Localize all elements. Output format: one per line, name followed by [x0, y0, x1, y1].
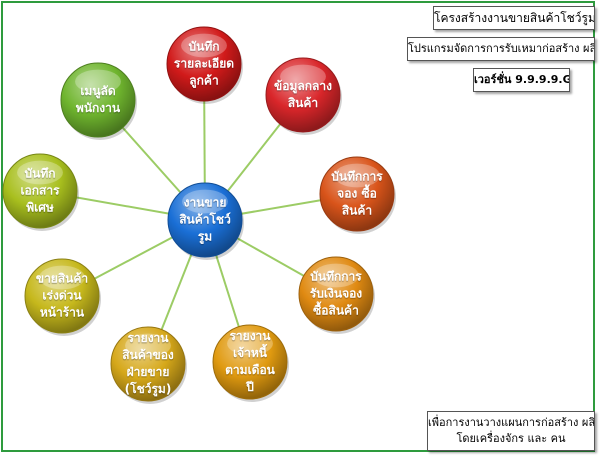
node-monthly-debtors-report-label-line: เจ้าหนี้ [233, 346, 267, 360]
center-node-label-line: รูม [197, 229, 213, 244]
node-customer-details-label-line: บันทึก [188, 39, 220, 54]
node-sales-product-report-label: รายงานสินค้าของฝ่ายขาย (โชว์รูม) [122, 330, 174, 398]
node-product-master-label-line: ข้อมูลกลาง [274, 79, 332, 93]
center-node-highlight [182, 189, 228, 214]
node-urgent-storefront-sale-label-line: ขายสินค้า [35, 271, 89, 286]
footer-note: เพื่อการงานวางแผนการก่อสร้าง ผลิต โดยเคร… [427, 411, 595, 451]
node-sales-product-report-circle[interactable] [110, 326, 186, 402]
node-sales-product-report-label-line: สินค้าของ [122, 348, 174, 362]
node-monthly-debtors-report-highlight [227, 331, 273, 356]
node-product-booking-label-line: จอง ซื้อ [337, 186, 377, 201]
version-label: เวอร์ชั่น 9.9.9.9.G [473, 68, 570, 92]
node-customer-details-label: บันทึกรายละเอียดลูกค้า [174, 39, 234, 90]
node-booking-payment-highlight [313, 263, 359, 288]
node-monthly-debtors-report-label: รายงานเจ้าหนี้ตามเดือนปี [225, 328, 275, 396]
node-product-booking-highlight [334, 163, 380, 188]
node-customer-details-circle[interactable] [166, 26, 242, 102]
diagram-title: โครงสร้างงานขายสินค้าโชว์รูม [433, 6, 595, 30]
node-customer-details-label-line: รายละเอียด [173, 56, 235, 71]
center-node-circle[interactable] [167, 182, 243, 258]
center-node-label-line: งานขาย [183, 195, 227, 210]
footer-line-2: โดยเครื่องจักร และ คน [456, 432, 566, 445]
center-node-label-line: สินค้าโชว์ [179, 212, 231, 227]
node-employee-menu-circle[interactable] [60, 62, 136, 138]
footer-line-1: เพื่อการงานวางแผนการก่อสร้าง ผลิต [428, 416, 595, 429]
node-product-booking-label: บันทึกการจอง ซื้อสินค้า [331, 169, 382, 220]
node-customer-details-label-line: ลูกค้า [189, 73, 219, 88]
node-product-master-label-line: สินค้า [287, 96, 319, 110]
node-product-master-label: ข้อมูลกลางสินค้า [274, 78, 332, 112]
node-monthly-debtors-report-circle[interactable] [212, 324, 288, 400]
node-employee-menu-label-line: เมนูลัด [80, 84, 116, 98]
program-name: โปรแกรมจัดการการรับเหมาก่อสร้าง ผลิต [407, 37, 595, 61]
node-urgent-storefront-sale-label: ขายสินค้าเร่งด่วนหน้าร้าน [36, 271, 88, 322]
node-booking-payment-circle[interactable] [298, 256, 374, 332]
node-urgent-storefront-sale-circle[interactable] [24, 258, 100, 334]
node-employee-menu-label: เมนูลัดพนักงาน [76, 83, 120, 117]
node-employee-menu-highlight [75, 69, 121, 94]
node-monthly-debtors-report-label-line: รายงาน [229, 329, 271, 343]
node-special-document-highlight [17, 160, 63, 185]
node-urgent-storefront-sale-label-line: เร่งด่วน [42, 288, 82, 303]
node-sales-product-report-label-line: (โชว์รูม) [124, 382, 172, 396]
node-booking-payment-label-line: รับเงินจอง [309, 286, 363, 301]
node-booking-payment-label-line: บันทึกการ [310, 269, 362, 284]
page-frame [1, 1, 595, 452]
node-urgent-storefront-sale-highlight [39, 265, 85, 290]
node-product-master-circle[interactable] [265, 57, 341, 133]
node-sales-product-report-highlight [125, 333, 171, 358]
node-monthly-debtors-report-label-line: ตามเดือน [225, 363, 275, 377]
node-circles [2, 26, 396, 404]
node-special-document-label-line: เอกสาร [20, 183, 60, 198]
node-booking-payment-label-line: ซื้อสินค้า [313, 303, 359, 318]
node-special-document-label-line: พิเศษ [26, 200, 54, 215]
node-booking-payment-label: บันทึกการรับเงินจองซื้อสินค้า [310, 269, 362, 320]
node-product-booking-circle[interactable] [319, 156, 395, 232]
node-product-master-highlight [280, 64, 326, 89]
node-product-booking-label-line: สินค้า [341, 203, 373, 218]
node-special-document-label-line: บันทึก [24, 166, 56, 181]
node-customer-details-highlight [181, 33, 227, 58]
node-urgent-storefront-sale-label-line: หน้าร้าน [39, 305, 85, 320]
node-product-booking-label-line: บันทึกการ [331, 169, 383, 184]
node-special-document-label: บันทึกเอกสารพิเศษ [20, 166, 59, 217]
center-node-label: งานขายสินค้าโชว์รูม [179, 195, 231, 246]
node-special-document-circle[interactable] [2, 153, 78, 229]
node-employee-menu-label-line: พนักงาน [75, 101, 121, 115]
node-monthly-debtors-report-label-line: ปี [246, 380, 254, 394]
node-sales-product-report-label-line: รายงาน [127, 331, 169, 345]
node-sales-product-report-label-line: ฝ่ายขาย [126, 365, 170, 379]
